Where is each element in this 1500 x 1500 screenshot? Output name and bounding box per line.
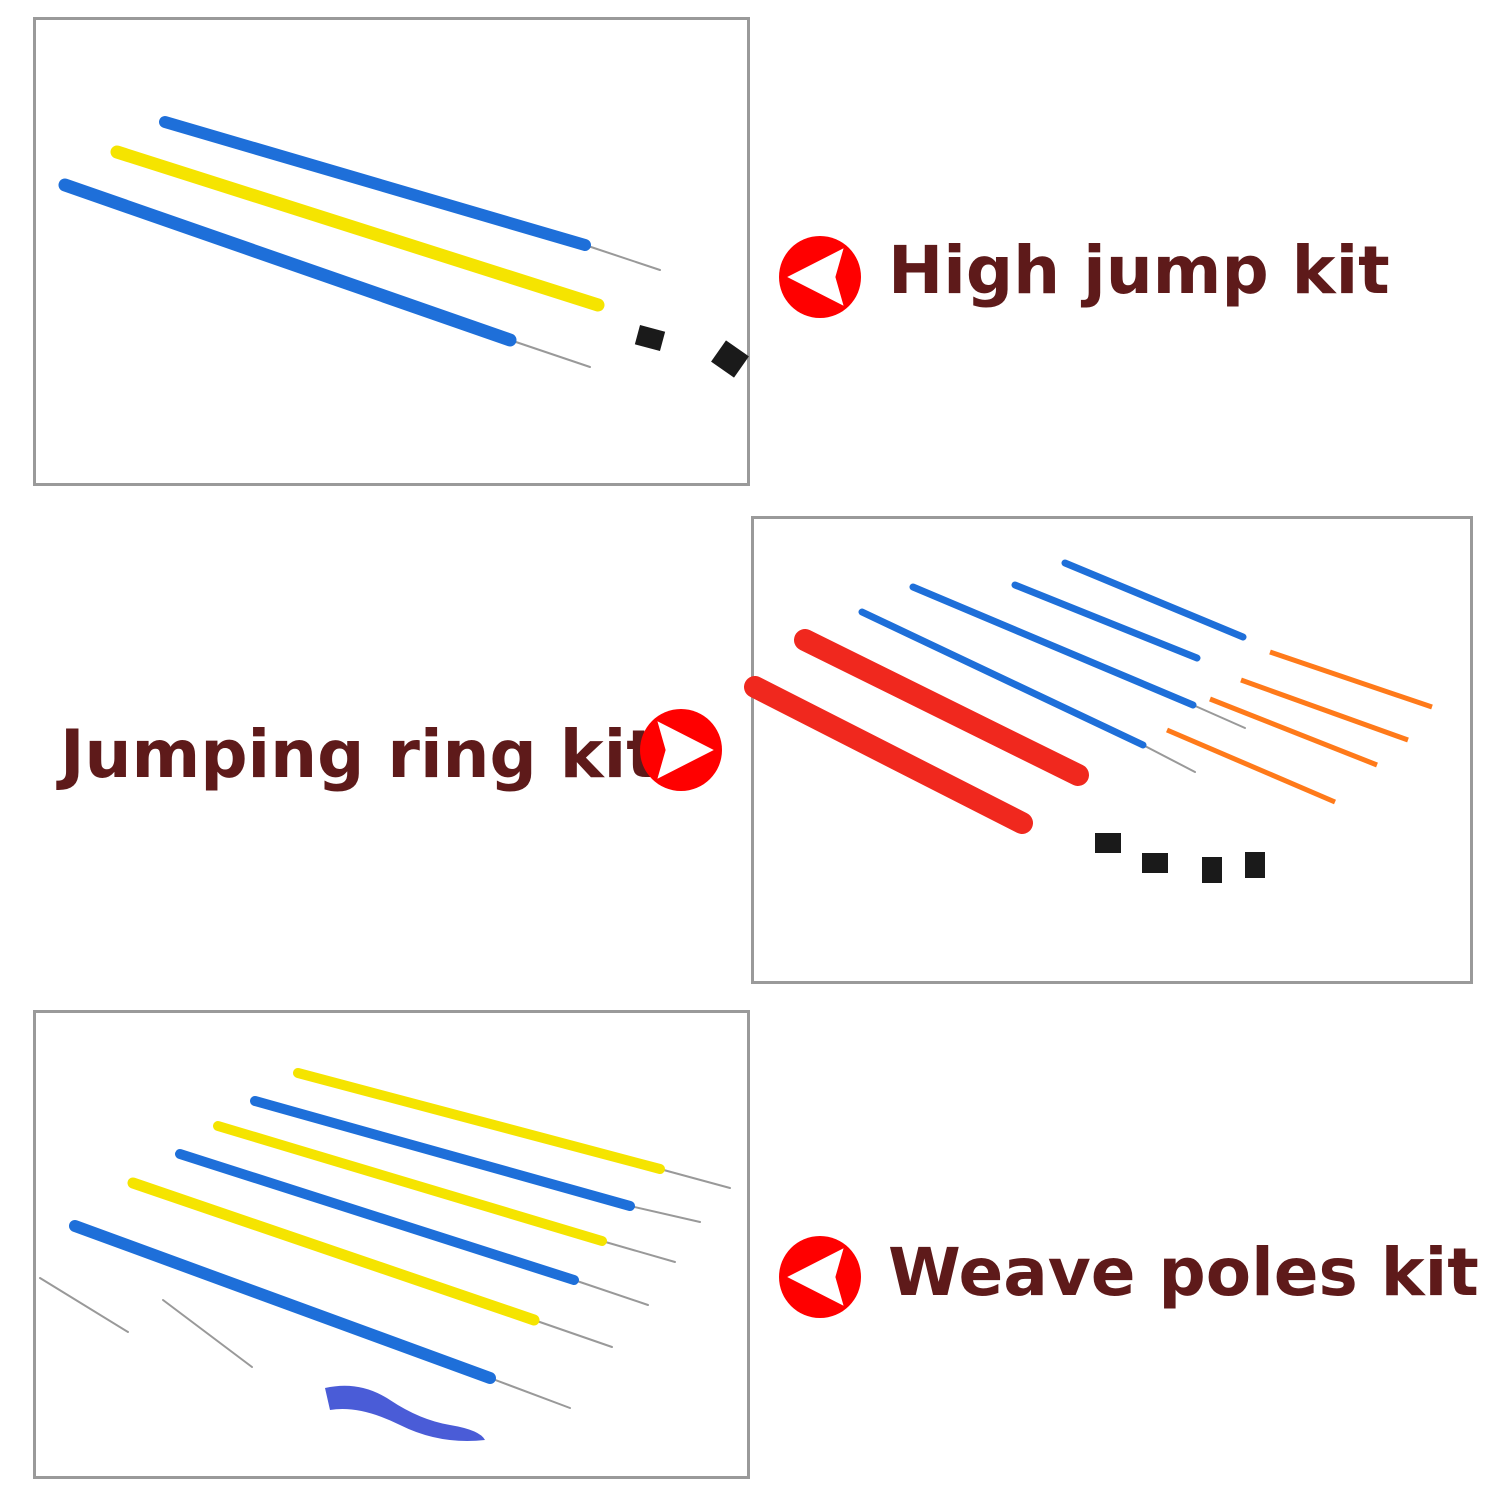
jumping-ring-kit-label: Jumping ring kit <box>60 716 658 793</box>
weave-poles-kit-label: Weave poles kit <box>888 1234 1479 1311</box>
jumping-ring-kit-photo <box>751 516 1473 984</box>
left-arrow-icon <box>779 236 861 318</box>
right-arrow-icon <box>640 709 722 791</box>
left-arrow-icon <box>779 1236 861 1318</box>
high-jump-kit-photo <box>33 17 750 486</box>
weave-poles-kit-photo <box>33 1010 750 1479</box>
high-jump-kit-label: High jump kit <box>888 232 1390 309</box>
